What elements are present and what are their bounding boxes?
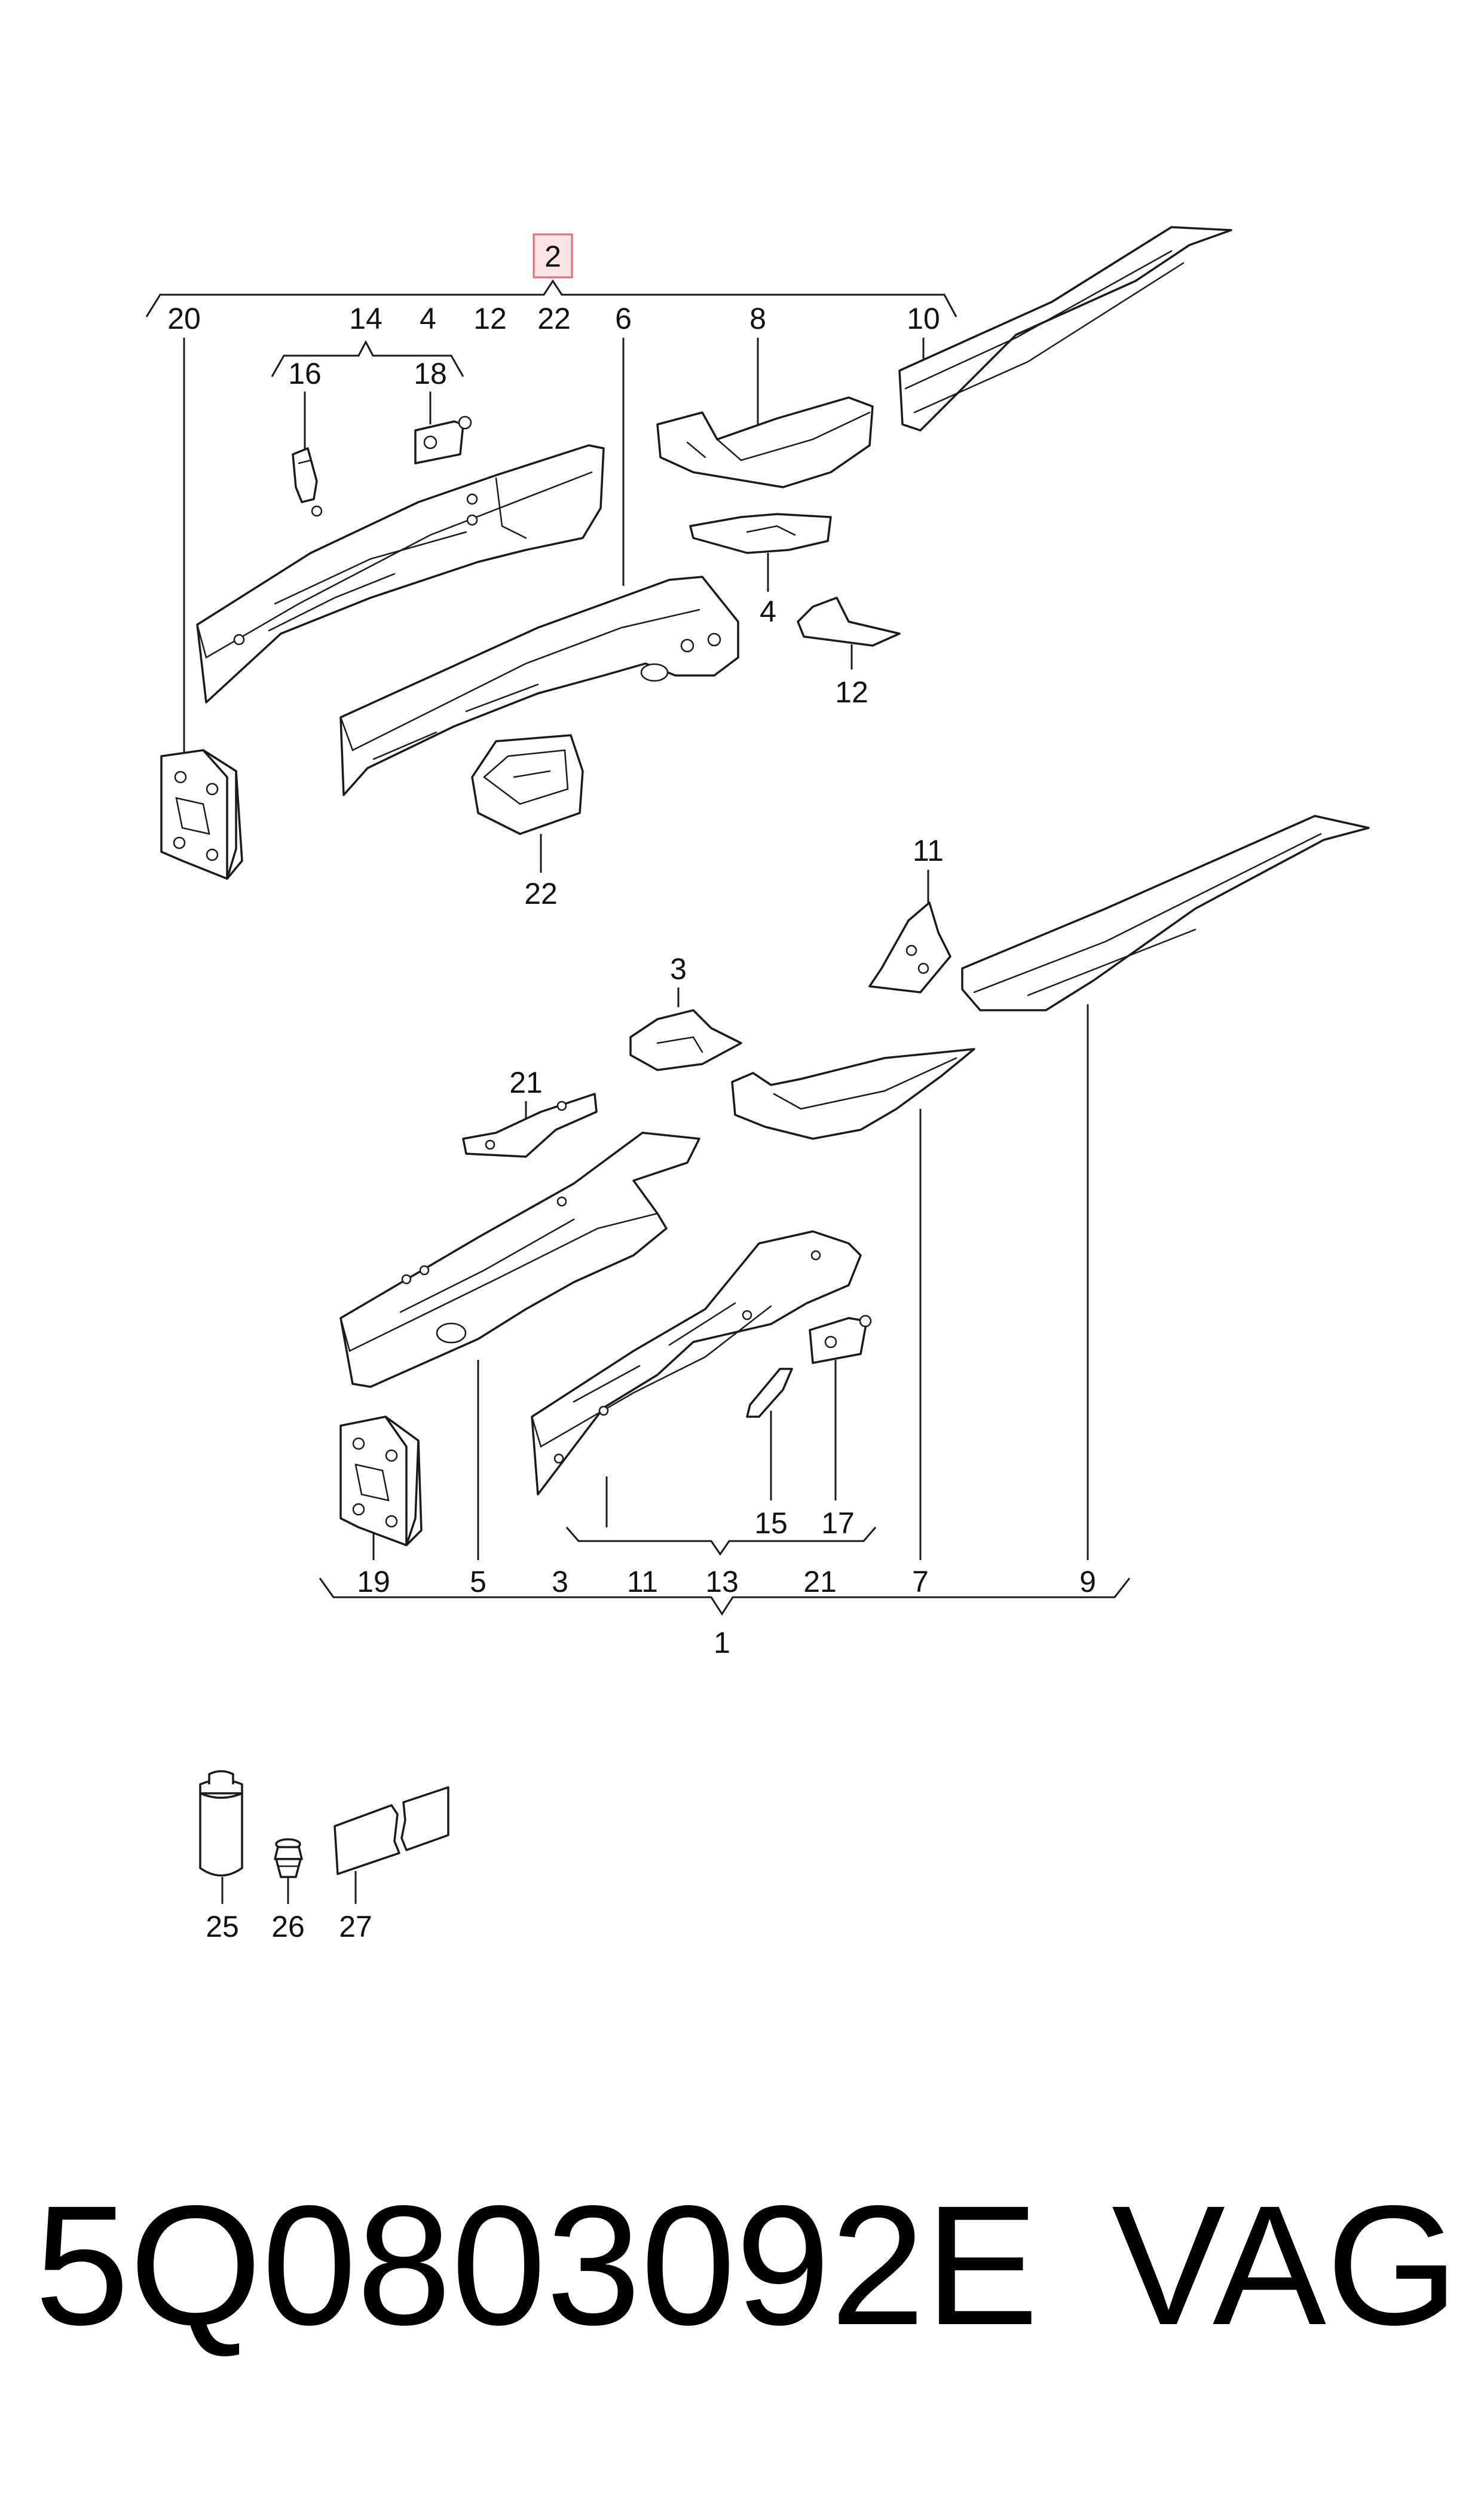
part-20[interactable] <box>160 749 243 880</box>
label-27[interactable]: 27 <box>339 1910 372 1943</box>
label-16[interactable]: 16 <box>288 357 322 390</box>
part-3[interactable] <box>629 1009 742 1071</box>
part-27[interactable] <box>333 1786 449 1875</box>
bottom-group-brace <box>319 1578 1131 1616</box>
label-11-bottom[interactable]: 11 <box>627 1565 658 1598</box>
label-19[interactable]: 19 <box>357 1565 390 1598</box>
label-26[interactable]: 26 <box>271 1910 305 1943</box>
part-19[interactable] <box>339 1416 423 1546</box>
part-7[interactable] <box>731 1048 975 1140</box>
part-4[interactable] <box>689 513 832 554</box>
brace-14 <box>271 340 464 377</box>
label-11-top[interactable]: 11 <box>913 834 944 867</box>
part-5[interactable] <box>339 1132 700 1388</box>
label-1[interactable]: 1 <box>714 1626 730 1659</box>
part-13[interactable] <box>531 1230 862 1496</box>
label-12-top[interactable]: 12 <box>473 302 507 335</box>
label-14[interactable]: 14 <box>349 302 383 335</box>
label-22-bottom[interactable]: 22 <box>524 877 558 910</box>
label-8[interactable]: 8 <box>749 302 766 335</box>
label-9[interactable]: 9 <box>1079 1565 1096 1598</box>
part-25[interactable] <box>199 1770 243 1877</box>
label-15[interactable]: 15 <box>754 1506 788 1540</box>
label-17[interactable]: 17 <box>821 1506 855 1540</box>
label-21-top[interactable]: 21 <box>509 1066 543 1099</box>
highlight-box-2 <box>533 233 573 279</box>
label-22-top[interactable]: 22 <box>537 302 571 335</box>
part-15[interactable] <box>746 1368 793 1418</box>
part-11[interactable] <box>868 901 951 993</box>
brand-name: VAG <box>1112 2170 1459 2361</box>
label-13[interactable]: 13 <box>705 1565 739 1598</box>
label-21-bottom[interactable]: 21 <box>803 1565 837 1598</box>
part-9[interactable] <box>961 815 1370 1011</box>
part-number: 5Q0803092E <box>35 2170 1039 2361</box>
label-6[interactable]: 6 <box>615 302 632 335</box>
label-20[interactable]: 20 <box>167 302 201 335</box>
part-10[interactable] <box>898 226 1232 432</box>
label-12-bottom[interactable]: 12 <box>835 675 868 709</box>
part-16[interactable] <box>292 447 318 503</box>
label-25[interactable]: 25 <box>206 1910 239 1943</box>
part-21[interactable] <box>462 1093 598 1158</box>
top-group-brace <box>145 279 957 317</box>
label-4-top[interactable]: 4 <box>420 302 436 335</box>
label-4-bottom[interactable]: 4 <box>760 595 776 628</box>
part-8[interactable] <box>656 396 874 488</box>
label-10[interactable]: 10 <box>907 302 940 335</box>
label-7[interactable]: 7 <box>912 1565 929 1598</box>
part-6[interactable] <box>339 576 739 796</box>
label-2[interactable]: 2 <box>544 240 561 273</box>
part-12[interactable] <box>797 597 901 647</box>
label-18[interactable]: 18 <box>414 357 447 390</box>
part-22[interactable] <box>471 734 584 835</box>
label-3-top[interactable]: 3 <box>670 952 687 986</box>
label-3-bottom[interactable]: 3 <box>552 1565 568 1598</box>
part-26[interactable] <box>274 1838 303 1878</box>
part-18[interactable] <box>414 415 472 464</box>
brace-13 <box>565 1527 877 1556</box>
part-17[interactable] <box>809 1314 872 1364</box>
part-14[interactable] <box>196 444 605 704</box>
label-5[interactable]: 5 <box>470 1565 486 1598</box>
